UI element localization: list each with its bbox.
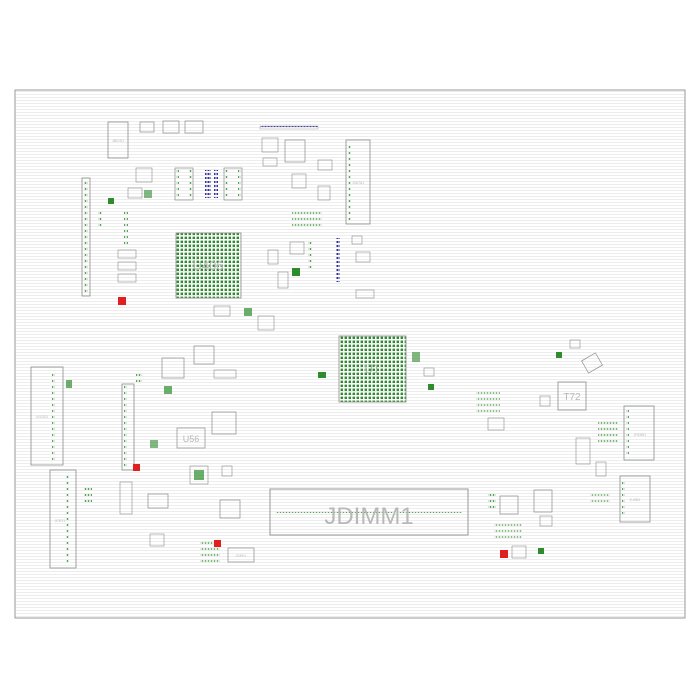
right-connector-usb: JUSB1: [619, 475, 651, 523]
jspk-label: JSPK1: [236, 554, 247, 558]
left-vertical-header: [81, 177, 91, 297]
small-connector-bottom: JSPK1: [227, 547, 255, 563]
red-marker-2: [133, 464, 140, 471]
dip-chip-2: [223, 167, 243, 201]
jusb-label: JUSB1: [630, 498, 641, 502]
jhdmi-label: JHDMI1: [634, 433, 647, 437]
center-left-header: [121, 383, 135, 471]
right-connector-hdmi: JHDMI1: [623, 405, 655, 461]
t72-label: T72: [563, 392, 581, 403]
left-connector-lvds: JLVDS1: [30, 366, 64, 466]
red-marker-3: [214, 540, 221, 547]
bga-chip-u406: U406: [175, 232, 242, 299]
chip-u56: U56: [176, 427, 206, 449]
red-marker-4: [500, 550, 508, 558]
transformer-t72: T72: [557, 381, 587, 411]
red-marker-1: [118, 297, 126, 305]
jdimm-label: JDIMM1: [324, 503, 413, 530]
top-left-connector: JBIOS1: [107, 121, 129, 159]
u56-label: U56: [183, 434, 200, 444]
dimm-slot-jdimm1: JDIMM1: [269, 488, 469, 536]
cpu-bga: U1: [338, 335, 407, 403]
u406-label: U406: [192, 258, 223, 273]
jbios-label: JBIOS1: [112, 139, 124, 143]
cpu-label: U1: [364, 362, 380, 376]
jcrt-label: JCRT1: [55, 519, 66, 523]
left-connector-crt: JCRT1: [49, 469, 77, 569]
dip-chip-1: [174, 167, 194, 201]
top-right-connector: JSATA1: [345, 139, 371, 225]
jsata-label: JSATA1: [352, 181, 364, 185]
jlvds-label: JLVDS1: [36, 415, 49, 419]
